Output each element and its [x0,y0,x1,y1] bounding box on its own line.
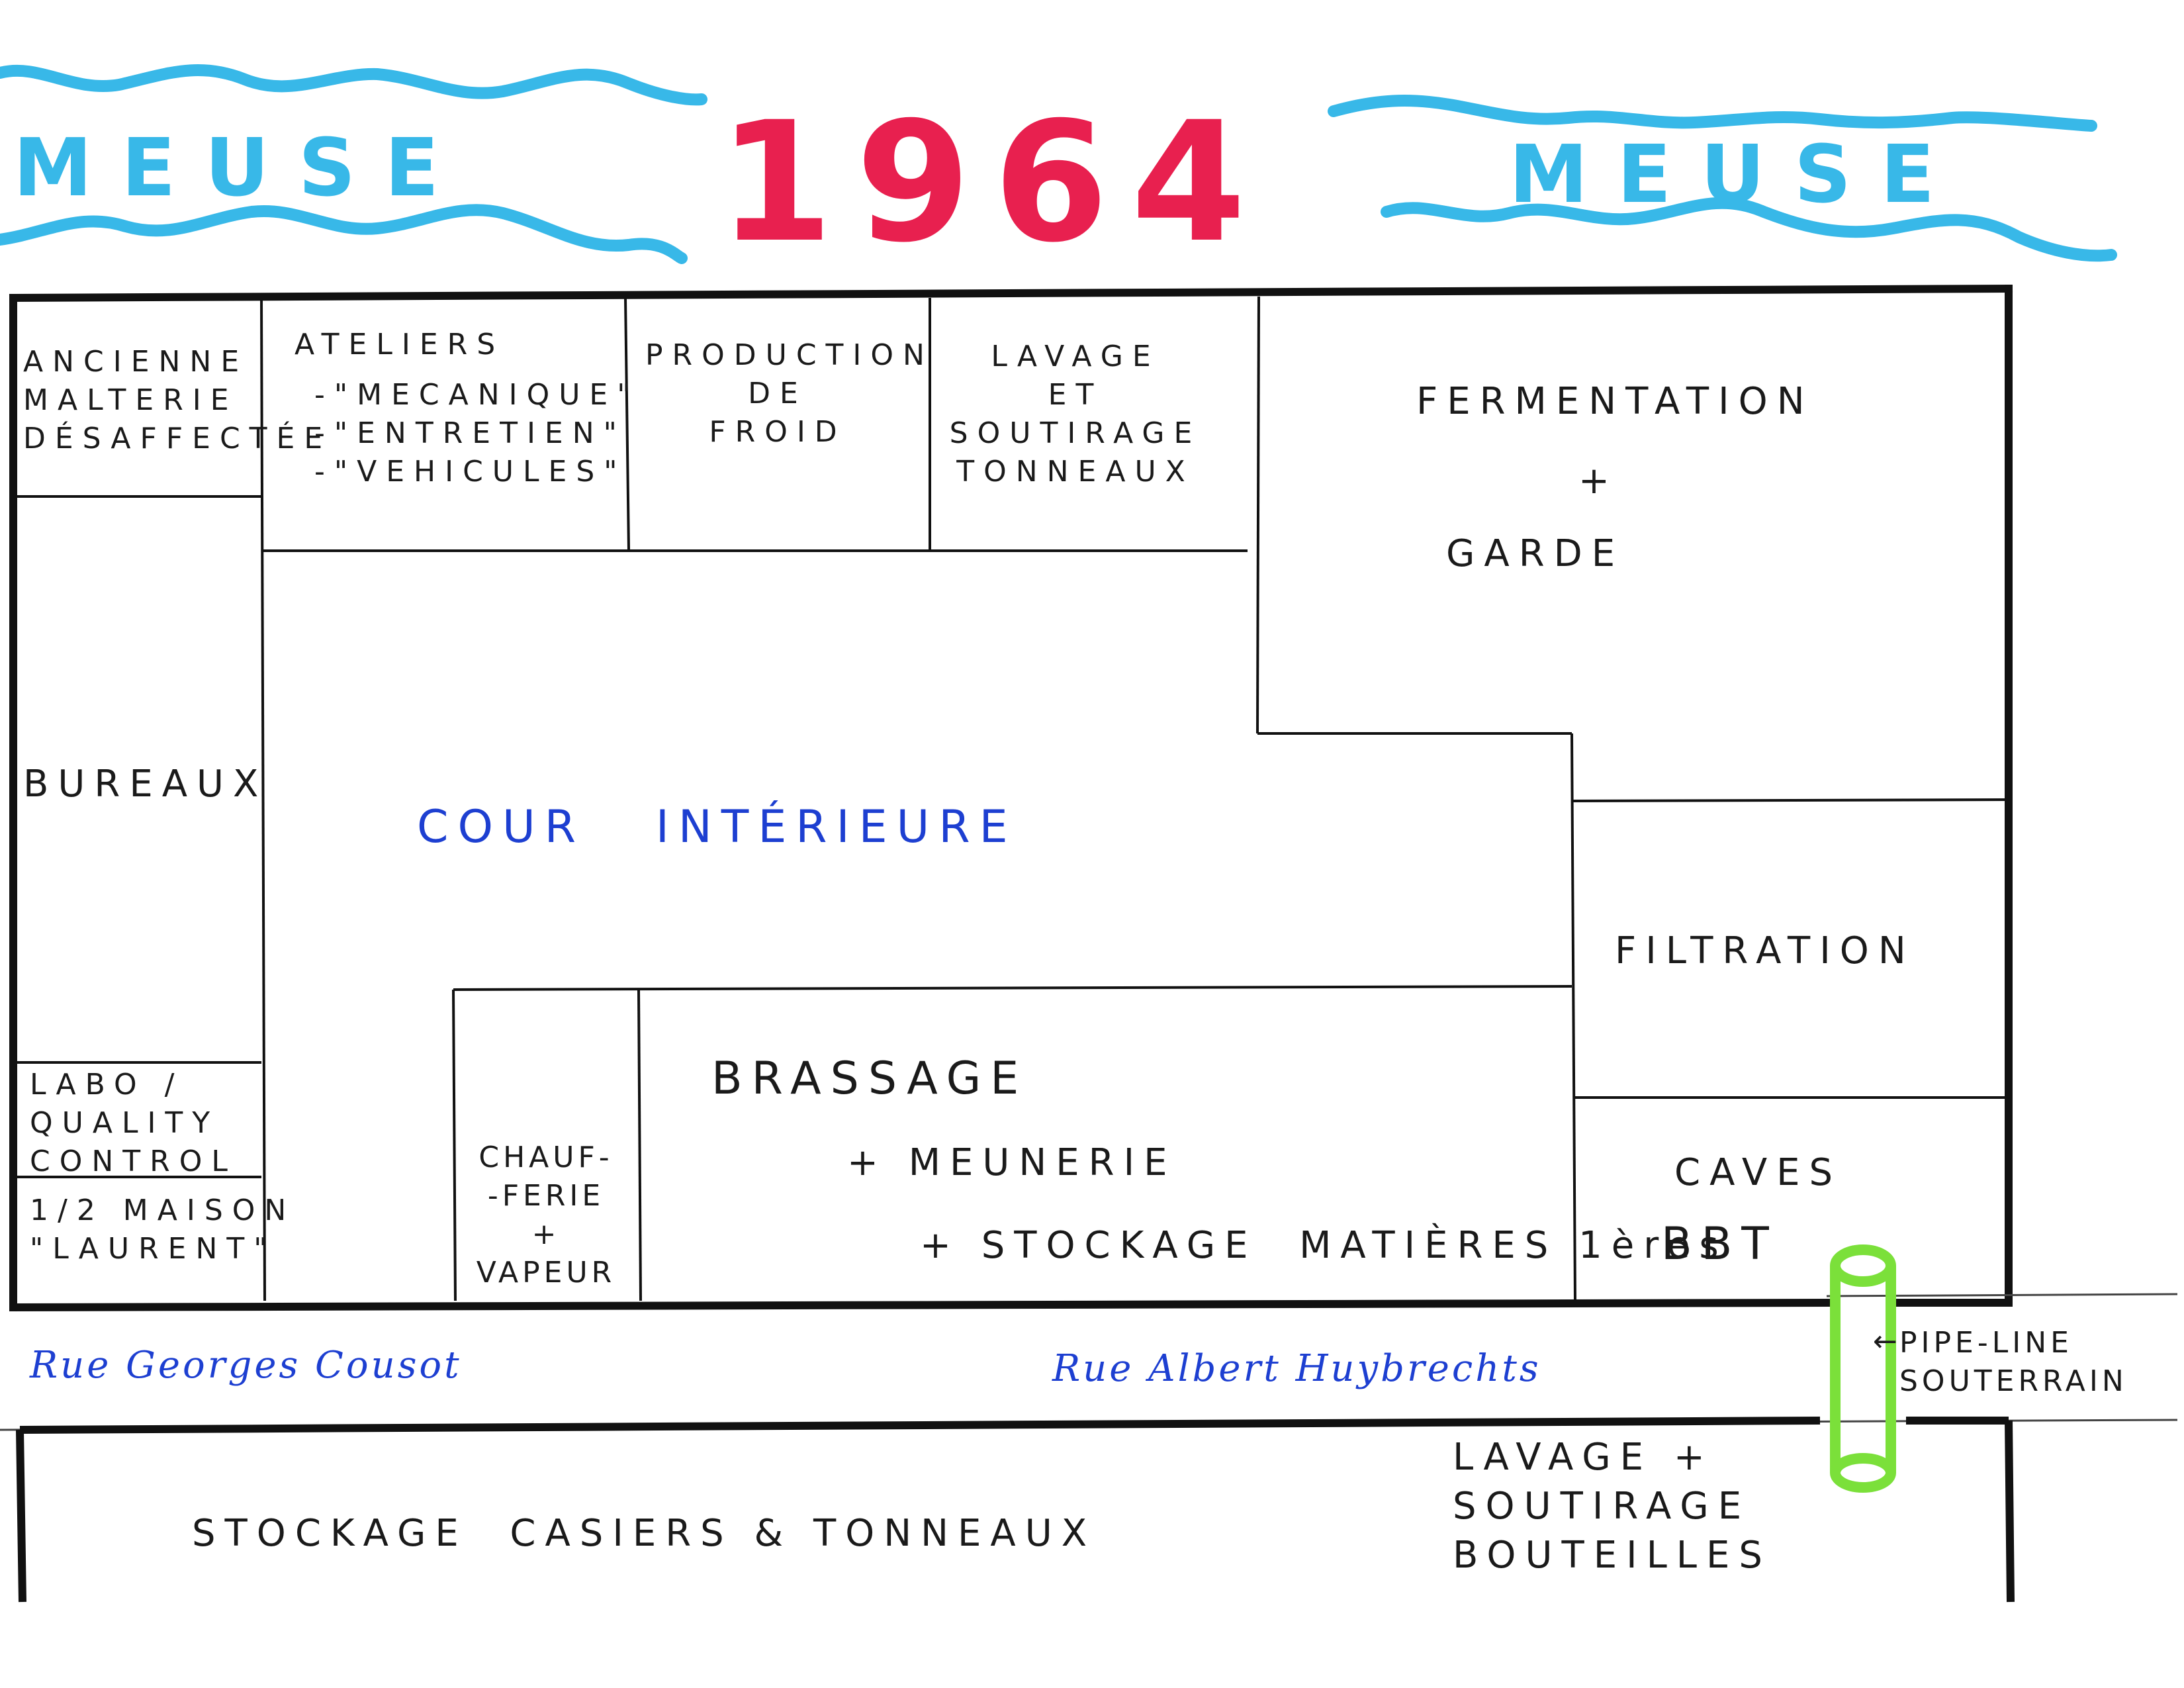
room-ateliers-items: -"MECANIQUE" -"ENTRETIEN" -"VEHICULES" [314,378,640,489]
wall-ateliers-froid [624,297,630,550]
room-labo-quality: LABO / QUALITY CONTROL [30,1068,237,1179]
south-lavage-bouteilles: LAVAGE + SOUTIRAGE BOUTEILLES [1453,1436,1772,1577]
wall-left-column [260,297,266,1301]
room-garde: GARDE [1446,532,1625,575]
wall-filtration-top [1571,798,2009,802]
river-wave-left-bottom [0,204,688,264]
room-ateliers-title: ATELIERS [295,328,505,361]
room-maison-laurent: 1/2 MAISON "LAURENT" [30,1194,296,1266]
south-stockage-casiers: STOCKAGE CASIERS & TONNEAUX [192,1512,1097,1555]
pipeline-top-cap [1830,1244,1896,1287]
river-wave-left-top [0,64,707,106]
room-brassage: BRASSAGE [711,1053,1028,1105]
street-line-north [1826,1293,2178,1297]
room-filtration: FILTRATION [1615,929,1915,972]
room-meunerie: + MEUNERIE [847,1141,1177,1184]
outer-wall-bottom [9,1298,1831,1312]
room-lavage-tonneaux: LAVAGE ET SOUTIRAGE TONNEAUX [949,340,1202,489]
room-production-froid: PRODUCTION DE FROID [645,338,934,449]
room-fermentation: FERMENTATION [1416,380,1814,423]
pipeline-label: PIPE-LINE SOUTERRAIN [1899,1326,2128,1399]
river-wave-right-bottom [1381,197,2117,262]
wall-brassage-top [453,985,1572,991]
south-wall-right [2005,1420,2015,1603]
year-label: 1964 [718,86,1269,279]
room-bureaux: BUREAUX [23,763,268,806]
pipeline-bottom-cap [1830,1453,1896,1493]
river-wave-right-top [1328,95,2097,132]
south-block-walls [16,1417,2015,1603]
wall-chaufferie-right [637,989,642,1301]
room-ancienne-malterie: ANCIENNE MALTERIE DÉSAFFECTÉE [23,345,332,456]
street-albert-huybrechts: Rue Albert Huybrechts [1052,1347,1541,1390]
river-waves [0,64,2117,264]
pipeline-arrow: ← [1873,1325,1897,1358]
street-georges-cousot: Rue Georges Cousot [30,1344,462,1387]
room-fermentation-plus: + [1578,459,1619,502]
river-label-left: MEUSE [13,122,469,214]
room-stockage-matieres: + STOCKAGE MATIÈRES 1ères [920,1224,1728,1267]
room-chaufferie: CHAUF- -FERIE + VAPEUR [476,1141,616,1290]
outer-wall [9,284,2013,1312]
pipeline-tube [1830,1244,1896,1493]
wall-chaufferie-left [452,989,457,1301]
river-label-right: MEUSE [1509,129,1964,221]
room-bbt: BBT [1661,1218,1778,1270]
wall-filtration-left [1570,733,1576,1301]
courtyard-label: COUR INTÉRIEURE [417,801,1017,853]
room-caves: CAVES [1674,1151,1843,1194]
south-wall-top [19,1417,1821,1434]
south-wall-left [16,1429,26,1603]
wall-fermentation-left [1256,296,1260,734]
outer-wall-top [9,284,2013,303]
inner-walls [13,296,2009,1301]
